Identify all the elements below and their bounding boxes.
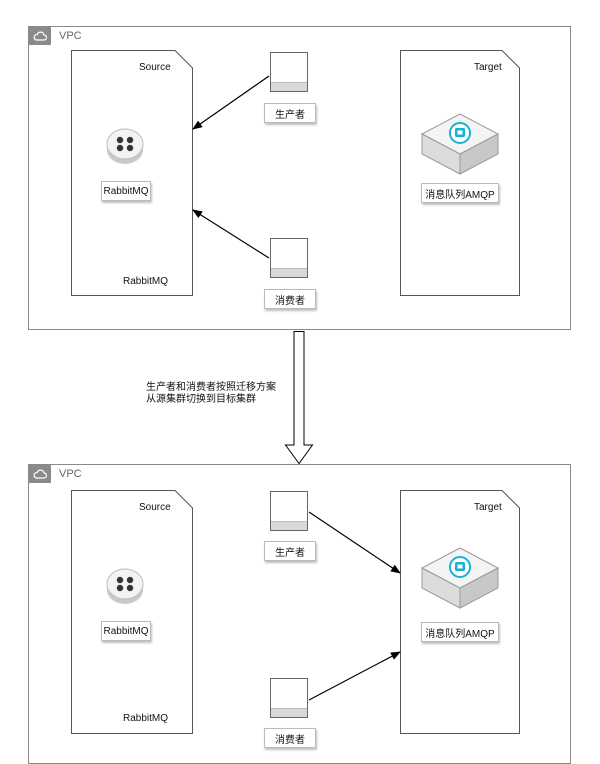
rabbitmq-label: RabbitMQ — [101, 621, 151, 641]
consumer-client-icon — [270, 238, 308, 278]
source-cluster-panel-bottom: Source RabbitMQ — [71, 490, 193, 734]
amqp-cube-icon — [420, 112, 500, 176]
target-cluster-panel-bottom: Target — [400, 490, 520, 734]
producer-client-icon — [270, 491, 308, 531]
migration-note-line1: 生产者和消费者按照迁移方案 — [146, 382, 276, 393]
amqp-cube-icon — [420, 546, 500, 610]
rabbitmq-icon — [105, 566, 145, 606]
consumer-label: 消费者 — [264, 289, 316, 309]
vpc-label: VPC — [59, 468, 82, 480]
producer-label: 生产者 — [264, 103, 316, 123]
target-title: Target — [474, 62, 502, 73]
amqp-label: 消息队列AMQP — [421, 622, 499, 642]
producer-label: 生产者 — [264, 541, 316, 561]
producer-client-icon — [270, 52, 308, 92]
target-title: Target — [474, 502, 502, 513]
rabbitmq-icon — [105, 126, 145, 166]
consumer-label: 消费者 — [264, 728, 316, 748]
source-cluster-panel-top: Source RabbitMQ — [71, 50, 193, 296]
source-title: Source — [139, 502, 171, 513]
source-title: Source — [139, 62, 171, 73]
rabbitmq-label: RabbitMQ — [101, 181, 151, 201]
source-footer-label: RabbitMQ — [123, 713, 169, 724]
source-footer-label: RabbitMQ — [123, 276, 169, 287]
cloud-icon — [29, 465, 51, 483]
amqp-label: 消息队列AMQP — [421, 183, 499, 203]
vpc-label: VPC — [59, 30, 82, 42]
consumer-client-icon — [270, 678, 308, 718]
down-arrow-icon — [284, 331, 314, 465]
cloud-icon — [29, 27, 51, 45]
migration-note-line2: 从源集群切换到目标集群 — [146, 394, 256, 405]
migration-note: 生产者和消费者按照迁移方案 从源集群切换到目标集群 — [146, 382, 276, 406]
